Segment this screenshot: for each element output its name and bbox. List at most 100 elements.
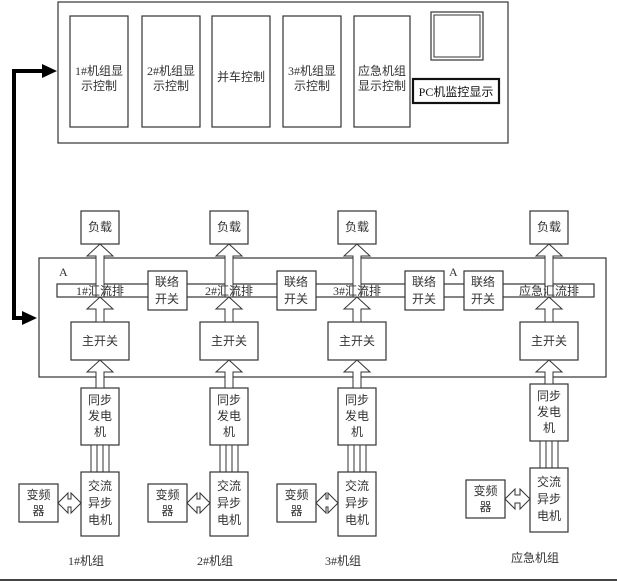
coupling-shaft	[90, 444, 110, 473]
inverter: 变频器	[465, 479, 506, 519]
sync-generator-line-1: 同步	[217, 393, 241, 407]
unit-name-label: 2#机组	[197, 554, 233, 568]
display-module-3-line-2: 示控制	[294, 79, 330, 93]
ac-motor-line-3: 电机	[217, 513, 241, 527]
sync-generator-line-3: 机	[223, 425, 235, 439]
inverter-motor-arrow	[504, 487, 531, 511]
coupling-shaft	[347, 444, 367, 473]
unit-name-label: 3#机组	[325, 554, 361, 568]
marker-a-left: A	[59, 265, 68, 279]
display-module-1-line-1: 1#机组显	[75, 64, 123, 78]
display-module-emergency-line-1: 应急机组	[358, 63, 406, 78]
ac-motor-line-3: 电机	[88, 513, 112, 527]
svg-text:开关: 开关	[155, 292, 179, 306]
pc-monitor-label: PC机监控显示	[419, 85, 494, 99]
tie-switch-2: 联络 开关	[276, 270, 317, 311]
generator-to-main-switch-arrow	[342, 359, 372, 389]
svg-text:开关: 开关	[284, 292, 308, 306]
inverter-line-1: 变频	[473, 483, 497, 498]
sync-generator-line-1: 同步	[537, 389, 561, 403]
inverter-line-2: 器	[32, 504, 44, 518]
ac-motor-line-1: 交流	[88, 478, 112, 493]
ac-motor-line-1: 交流	[537, 474, 561, 489]
svg-text:联络: 联络	[155, 274, 179, 289]
svg-text:开关: 开关	[412, 292, 436, 306]
svg-text:联络: 联络	[471, 274, 495, 289]
ac-motor-line-2: 异步	[345, 496, 369, 510]
display-module-2-line-2: 示控制	[153, 79, 189, 93]
main-switch-label: 主开关	[339, 334, 375, 348]
busbar-label: 1#汇流排	[76, 284, 124, 298]
inverter: 变频器	[276, 483, 317, 523]
inverter-line-2: 器	[290, 504, 302, 518]
control-panel-frame	[57, 1, 509, 144]
load-label: 负载	[217, 220, 241, 234]
unit-name-label: 1#机组	[68, 554, 104, 568]
pc-monitor: PC机监控显示	[411, 11, 501, 105]
main-switch-to-busbar-arrow	[85, 296, 115, 323]
svg-text:联络: 联络	[284, 274, 308, 289]
paralleling-control-module: 并车控制	[211, 15, 271, 128]
generator-to-main-switch-arrow	[214, 359, 244, 389]
svg-text:开关: 开关	[471, 292, 495, 306]
busbar-label: 2#汇流排	[205, 284, 253, 298]
communication-link-arrow	[12, 64, 57, 325]
main-switch-label: 主开关	[211, 334, 247, 348]
inverter-line-2: 器	[161, 504, 173, 518]
inverter: 变频器	[147, 483, 188, 523]
marker-a-right: A	[449, 265, 458, 279]
main-switch: 主开关	[199, 321, 259, 361]
display-module-2-line-1: 2#机组显	[147, 64, 195, 78]
ac-motor-line-1: 交流	[217, 478, 241, 493]
display-module-3: 3#机组显 示控制	[282, 15, 342, 128]
sync-generator-line-2: 发电	[88, 408, 112, 423]
busbar-label: 3#汇流排	[333, 284, 381, 298]
sync-generator-line-2: 发电	[537, 404, 561, 419]
sync-generator-line-3: 机	[94, 425, 106, 439]
tie-switch-1: 联络 开关	[147, 270, 188, 311]
inverter-line-1: 变频	[155, 487, 179, 502]
ac-motor-line-1: 交流	[345, 478, 369, 493]
display-module-3-line-1: 3#机组显	[288, 64, 336, 78]
sync-generator-line-2: 发电	[217, 408, 241, 423]
main-switch-to-busbar-arrow	[214, 296, 244, 323]
unit-name-label: 应急机组	[511, 550, 559, 565]
main-switch-to-busbar-arrow	[342, 296, 372, 323]
busbar-label: 应急汇流排	[519, 283, 579, 298]
ac-motor-line-2: 异步	[88, 496, 112, 510]
ac-motor-line-3: 电机	[537, 509, 561, 523]
main-switch-label: 主开关	[82, 334, 118, 348]
generator-to-main-switch-arrow	[534, 359, 564, 385]
paralleling-control-label: 并车控制	[217, 69, 265, 84]
main-switch: 主开关	[70, 321, 130, 361]
inverter-line-1: 变频	[284, 487, 308, 502]
inverter-line-2: 器	[479, 500, 491, 514]
display-module-2: 2#机组显 示控制	[141, 15, 201, 128]
display-module-1: 1#机组显 示控制	[69, 15, 129, 128]
load-box: 负载	[337, 210, 377, 245]
inverter-line-1: 变频	[26, 487, 50, 502]
load-label: 负载	[88, 220, 112, 234]
load-box: 负载	[529, 210, 569, 245]
display-module-emergency-line-2: 显示控制	[358, 79, 406, 93]
load-box: 负载	[209, 210, 249, 245]
sync-generator-line-2: 发电	[345, 408, 369, 423]
sync-generator-line-3: 机	[543, 421, 555, 435]
sync-generator-line-1: 同步	[88, 393, 112, 407]
ac-motor-line-3: 电机	[345, 513, 369, 527]
switchboard-frame	[38, 257, 607, 378]
tie-switch-4: 联络 开关	[463, 270, 504, 311]
load-label: 负载	[537, 220, 561, 234]
